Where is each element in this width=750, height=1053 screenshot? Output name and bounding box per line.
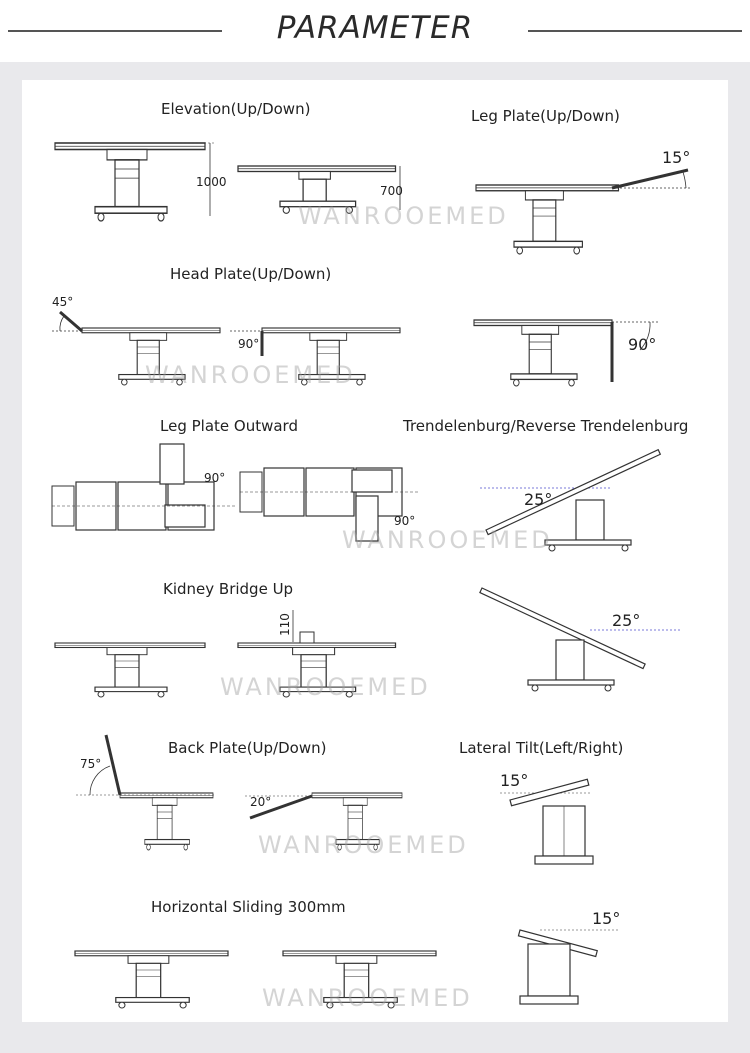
leg-plate-down-diagram: [473, 319, 660, 387]
watermark-3: WANROOEMED: [342, 526, 553, 554]
leg-outward-angle-2: 90°: [394, 514, 415, 528]
back-plate-up-angle: 75°: [80, 757, 101, 771]
lateral-tilt-angle-2: 15°: [592, 909, 620, 928]
page-header: PARAMETER: [0, 0, 750, 62]
kidney-bridge-up-diagram: [237, 610, 397, 698]
watermark-6: WANROOEMED: [262, 984, 473, 1012]
leg-plate-angle: 15°: [662, 148, 690, 167]
head-plate-down-angle: 90°: [238, 337, 259, 351]
elevation-diagram-low: [237, 165, 401, 214]
head-plate-down-diagram: [230, 327, 401, 386]
header-rule-left: [8, 30, 222, 32]
trendelenburg-diagram: [480, 448, 662, 552]
header-rule-right: [528, 30, 742, 32]
trendelenburg-angle-2: 25°: [612, 611, 640, 630]
leg-outward-angle-1: 90°: [204, 471, 225, 485]
head-plate-up-diagram: [52, 310, 221, 386]
lateral-tilt-diagram-1: [500, 778, 594, 865]
back-plate-down-angle: 20°: [250, 795, 271, 809]
elevation-title: Elevation(Up/Down): [161, 100, 311, 118]
leg-outward-title: Leg Plate Outward: [160, 417, 298, 435]
lateral-tilt-diagram-2: [517, 929, 618, 1005]
leg-outward-diagram-1: [51, 443, 235, 531]
head-plate-title: Head Plate(Up/Down): [170, 265, 332, 283]
back-plate-title: Back Plate(Up/Down): [168, 739, 327, 757]
trendelenburg-title: Trendelenburg/Reverse Trendelenburg: [403, 417, 689, 435]
head-plate-up-angle: 45°: [52, 295, 73, 309]
trendelenburg-angle-1: 25°: [524, 490, 552, 509]
reverse-trendelenburg-diagram: [479, 587, 680, 692]
watermark-1: WANROOEMED: [298, 202, 509, 230]
back-plate-up-diagram: [76, 734, 215, 851]
lateral-tilt-title: Lateral Tilt(Left/Right): [459, 739, 624, 757]
leg-plate-diagram: [475, 168, 690, 255]
elevation-diagram-high: [54, 142, 215, 222]
leg-outward-diagram-2: [239, 467, 420, 542]
watermark-4: WANROOEMED: [220, 673, 431, 701]
sliding-diagram-1: [74, 950, 229, 1009]
elevation-max-label: 1000: [196, 175, 227, 189]
watermark-2: WANROOEMED: [145, 361, 356, 389]
kidney-bridge-height: 110: [278, 613, 292, 636]
elevation-min-label: 700: [380, 184, 403, 198]
kidney-bridge-down-diagram: [54, 642, 206, 698]
kidney-bridge-title: Kidney Bridge Up: [163, 580, 294, 598]
lateral-tilt-angle-1: 15°: [500, 771, 528, 790]
sliding-title: Horizontal Sliding 300mm: [151, 898, 346, 916]
watermark-5: WANROOEMED: [258, 831, 469, 859]
page-title: PARAMETER: [276, 10, 474, 46]
back-plate-down-diagram: [245, 792, 403, 851]
leg-plate-title: Leg Plate(Up/Down): [471, 107, 620, 125]
leg-plate-down-angle: 90°: [628, 335, 656, 354]
parameter-panel: [22, 80, 728, 1022]
